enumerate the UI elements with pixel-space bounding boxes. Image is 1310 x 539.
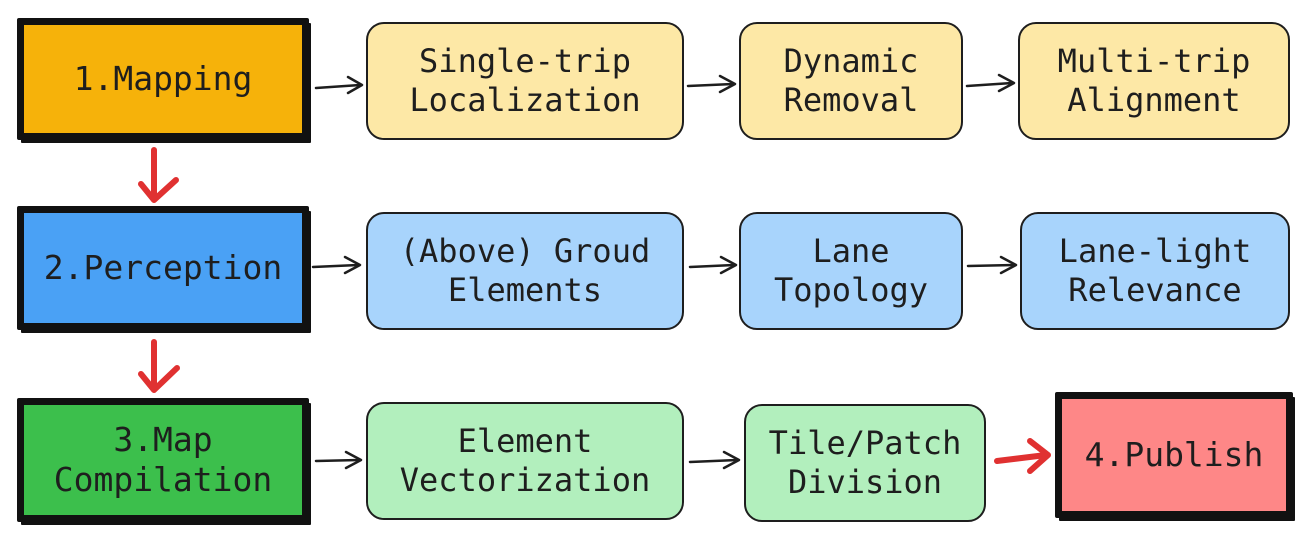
row1-arrows xyxy=(314,73,1016,95)
step-lane-topology: Lane Topology xyxy=(739,212,963,330)
step-dynamic-removal: Dynamic Removal xyxy=(739,22,963,140)
arrow-localization-to-removal xyxy=(686,82,735,88)
step-above-ground-elements: (Above) Groud Elements xyxy=(366,212,684,330)
step-label: Lane-light Relevance xyxy=(1058,231,1252,309)
row3-arrows xyxy=(314,450,741,470)
arrow-compilation-to-vectorization xyxy=(314,458,361,463)
arrow-perception-to-ground xyxy=(311,263,360,269)
stage-perception-label: 2.Perception xyxy=(43,247,283,287)
arrow-division-to-publish xyxy=(994,452,1049,464)
stage-map-compilation: 3.Map Compilation xyxy=(17,398,309,522)
stage-perception: 2.Perception xyxy=(17,206,309,330)
step-label: Dynamic Removal xyxy=(783,41,919,119)
row2-arrows xyxy=(311,255,1018,275)
arrow-removal-to-alignment xyxy=(965,81,1014,88)
step-tile-patch-division: Tile/Patch Division xyxy=(744,404,986,522)
stage-mapping: 1.Mapping xyxy=(17,18,309,140)
arrow-ground-to-topology xyxy=(688,263,736,269)
arrow-topology-to-relevance xyxy=(966,263,1016,268)
stage-mapping-label: 1.Mapping xyxy=(73,58,253,98)
step-label: Single-trip Localization xyxy=(409,41,641,119)
stage-publish-label: 4.Publish xyxy=(1084,434,1264,474)
step-element-vectorization: Element Vectorization xyxy=(366,402,684,520)
step-lane-light-relevance: Lane-light Relevance xyxy=(1020,212,1290,330)
arrow-mapping-to-localization xyxy=(314,83,362,90)
step-multi-trip-alignment: Multi-trip Alignment xyxy=(1018,22,1290,140)
step-label: (Above) Groud Elements xyxy=(399,231,651,309)
red-arrows xyxy=(138,147,1051,474)
stage-compilation-label: 3.Map Compilation xyxy=(53,419,273,499)
step-label: Tile/Patch Division xyxy=(768,423,962,501)
step-label: Element Vectorization xyxy=(399,421,651,499)
step-single-trip-localization: Single-trip Localization xyxy=(366,22,684,140)
step-label: Multi-trip Alignment xyxy=(1057,41,1251,119)
stage-publish: 4.Publish xyxy=(1055,392,1293,518)
arrow-vectorization-to-division xyxy=(688,458,739,464)
step-label: Lane Topology xyxy=(773,231,929,309)
